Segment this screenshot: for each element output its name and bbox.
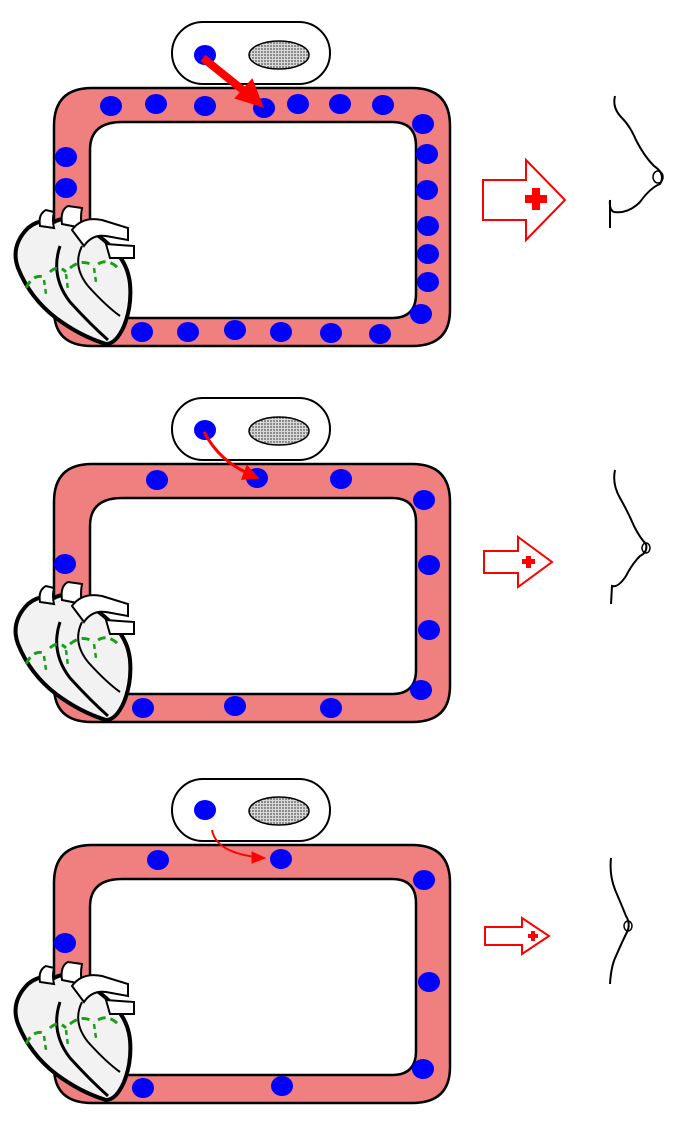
blood-cell-icon bbox=[330, 469, 352, 489]
blood-cell-icon bbox=[194, 96, 216, 116]
plus-arrow-icon bbox=[482, 157, 567, 243]
blood-cell-icon bbox=[417, 272, 439, 292]
panel-low bbox=[52, 778, 633, 1105]
blood-cell-icon bbox=[417, 216, 439, 236]
gland-icon bbox=[171, 778, 331, 842]
blood-cell-icon bbox=[147, 850, 169, 870]
blood-cell-icon bbox=[369, 324, 391, 344]
blood-cell-icon bbox=[418, 972, 440, 992]
blood-cell-icon bbox=[417, 244, 439, 264]
breast-profile-icon bbox=[610, 469, 648, 605]
blood-cell-icon bbox=[54, 933, 76, 953]
transfer-arrow-large bbox=[200, 54, 264, 108]
heart-icon bbox=[13, 204, 135, 347]
blood-cell-icon bbox=[55, 147, 77, 167]
blood-cell-icon bbox=[329, 94, 351, 114]
blood-cells bbox=[54, 800, 440, 1098]
blood-cell-icon bbox=[320, 698, 342, 718]
breast-profile-icon bbox=[609, 857, 630, 985]
blood-cell-icon bbox=[412, 1059, 434, 1079]
blood-cell-icon bbox=[412, 114, 434, 134]
blood-cell-icon bbox=[132, 1078, 154, 1098]
blood-cell-icon bbox=[416, 180, 438, 200]
blood-cell-icon bbox=[320, 323, 342, 343]
blood-cell-icon bbox=[54, 554, 76, 574]
panel-high bbox=[52, 21, 664, 348]
cell-in-gland bbox=[194, 800, 216, 820]
heart-icon bbox=[13, 960, 135, 1103]
blood-cell-icon bbox=[55, 178, 77, 198]
blood-cell-icon bbox=[100, 96, 122, 116]
blood-cell-icon bbox=[372, 95, 394, 115]
transfer-arrow-medium bbox=[202, 431, 260, 480]
blood-cell-icon bbox=[270, 849, 292, 869]
blood-cell-icon bbox=[145, 94, 167, 114]
plus-arrow-icon bbox=[484, 916, 551, 956]
blood-cell-icon bbox=[132, 698, 154, 718]
blood-cell-icon bbox=[224, 696, 246, 716]
cell-in-gland bbox=[194, 420, 216, 440]
blood-cell-icon bbox=[416, 144, 438, 164]
blood-cell-icon bbox=[224, 320, 246, 340]
plus-arrow-icon bbox=[483, 535, 554, 589]
blood-cell-icon bbox=[410, 304, 432, 324]
blood-cell-icon bbox=[146, 470, 168, 490]
blood-cell-icon bbox=[131, 322, 153, 342]
breast-profile-icon bbox=[608, 95, 663, 228]
heart-icon bbox=[13, 580, 135, 723]
blood-cell-icon bbox=[177, 322, 199, 342]
blood-cell-icon bbox=[271, 1076, 293, 1096]
panel-medium bbox=[52, 397, 651, 724]
blood-cell-icon bbox=[413, 870, 435, 890]
blood-cells bbox=[55, 45, 439, 344]
blood-cell-icon bbox=[418, 620, 440, 640]
blood-cell-icon bbox=[413, 490, 435, 510]
blood-cell-icon bbox=[270, 322, 292, 342]
blood-cell-icon bbox=[418, 555, 440, 575]
blood-cell-icon bbox=[287, 94, 309, 114]
blood-cell-icon bbox=[410, 680, 432, 700]
transfer-arrow-small bbox=[211, 829, 267, 864]
